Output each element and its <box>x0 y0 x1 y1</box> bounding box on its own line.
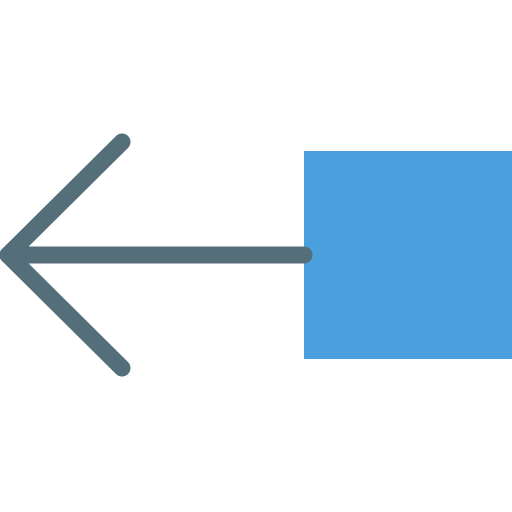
square-shape <box>304 151 512 359</box>
arrow-left-shape <box>0 133 313 377</box>
arrow-head <box>0 133 131 377</box>
